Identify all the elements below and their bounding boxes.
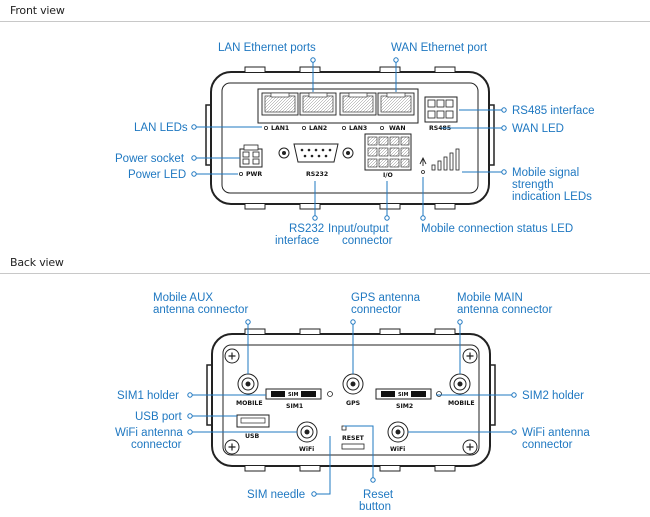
callout-rs232-2: interface — [275, 235, 319, 247]
lan1-label: LAN1 — [271, 125, 289, 132]
callout-sim2-holder: SIM2 holder — [522, 390, 584, 402]
callout-mobile-main-1: Mobile MAIN — [457, 292, 523, 304]
mobile-aux-connector — [237, 373, 259, 395]
rs485-connector — [424, 96, 458, 123]
wan-led — [379, 126, 384, 131]
back-callout-dots — [187, 319, 517, 497]
callout-wifi-left-1: WiFi antenna — [115, 427, 183, 439]
sim1-holder — [265, 388, 322, 400]
wifi-left-connector — [296, 421, 318, 443]
reset-label: RESET — [342, 435, 365, 442]
back-callout-lines — [190, 322, 514, 495]
callout-sim-needle: SIM needle — [247, 489, 305, 501]
callout-mobile-aux-2: antenna connector — [153, 304, 248, 316]
callout-wan-led: WAN LED — [512, 123, 564, 135]
sim2-label: SIM2 — [396, 403, 413, 410]
front-callout-lines — [194, 60, 504, 218]
wan-port — [377, 92, 415, 116]
callout-sim1-holder: SIM1 holder — [117, 390, 179, 402]
sim2-holder — [375, 388, 432, 400]
sim-needle-slot — [341, 443, 365, 450]
callout-lan-leds: LAN LEDs — [134, 122, 188, 134]
usb-port — [236, 414, 270, 428]
pwr-label: PWR — [246, 171, 262, 178]
callout-lan-ports: LAN Ethernet ports — [218, 42, 316, 54]
lan3-label: LAN3 — [349, 125, 367, 132]
callout-reset-1: Reset — [363, 489, 394, 501]
sim2-slot-label: SIM — [398, 392, 408, 398]
wan-label: WAN — [389, 125, 406, 132]
callout-mobile-signal-2: strength — [512, 179, 554, 191]
callout-io-1: Input/output — [328, 223, 390, 235]
callout-mobile-status: Mobile connection status LED — [421, 223, 573, 235]
front-callout-dots — [191, 57, 507, 221]
lan2-led — [301, 126, 306, 131]
io-label: I/O — [383, 172, 393, 179]
screw-icon — [462, 439, 478, 455]
rs232-label: RS232 — [306, 171, 328, 178]
back-view-title: Back view — [10, 256, 64, 269]
power-led — [238, 171, 243, 176]
lan2-port — [299, 92, 337, 116]
gps-connector — [342, 373, 364, 395]
callout-wifi-right-1: WiFi antenna — [522, 427, 590, 439]
callout-wifi-left-2: connector — [131, 439, 182, 451]
callout-gps-1: GPS antenna — [351, 292, 421, 304]
screw-icon — [224, 348, 240, 364]
back-device: MOBILE GPS MOBILE SIM SIM1 SIM SIM2 USB … — [206, 328, 496, 472]
callout-gps-2: connector — [351, 304, 402, 316]
mobile-main-connector — [449, 373, 471, 395]
rs485-label: RS485 — [429, 125, 451, 132]
front-view-rule — [0, 21, 650, 22]
wifi-right-connector — [387, 421, 409, 443]
callout-wifi-right-2: connector — [522, 439, 573, 451]
callout-io-2: connector — [342, 235, 393, 247]
callout-rs232-1: RS232 — [289, 223, 324, 235]
callout-rs485: RS485 interface — [512, 105, 594, 117]
signal-strength-leds — [431, 148, 460, 171]
lan2-label: LAN2 — [309, 125, 327, 132]
reset-pinhole — [341, 425, 347, 431]
screw-icon — [462, 348, 478, 364]
gps-label: GPS — [346, 400, 360, 407]
callout-mobile-signal-1: Mobile signal — [512, 167, 579, 179]
back-view-rule — [0, 273, 650, 274]
callout-power-led: Power LED — [128, 169, 186, 181]
callout-usb-port: USB port — [135, 411, 182, 423]
callout-power-socket: Power socket — [115, 153, 185, 165]
mobile-right-label: MOBILE — [448, 400, 475, 407]
callout-wan-port: WAN Ethernet port — [391, 42, 488, 54]
callout-mobile-main-2: antenna connector — [457, 304, 552, 316]
lan3-port — [339, 92, 377, 116]
lan1-port — [261, 92, 299, 116]
screw-icon — [224, 439, 240, 455]
front-view-title: Front view — [10, 4, 65, 17]
lan1-led — [263, 126, 268, 131]
usb-label: USB — [245, 433, 259, 440]
callout-mobile-aux-1: Mobile AUX — [153, 292, 213, 304]
rs232-connector — [278, 143, 354, 163]
sim1-label: SIM1 — [286, 403, 303, 410]
front-device: LAN1 LAN2 LAN3 WAN RS485 PWR — [205, 66, 495, 210]
mobile-status-led — [419, 156, 427, 174]
wifi-left-label: WiFi — [299, 446, 314, 453]
mobile-left-label: MOBILE — [236, 400, 263, 407]
wifi-right-label: WiFi — [390, 446, 405, 453]
callout-reset-2: button — [359, 501, 391, 513]
sim1-slot-label: SIM — [288, 392, 298, 398]
io-connector — [364, 133, 412, 171]
callout-mobile-signal-3: indication LEDs — [512, 191, 592, 203]
lan3-led — [341, 126, 346, 131]
